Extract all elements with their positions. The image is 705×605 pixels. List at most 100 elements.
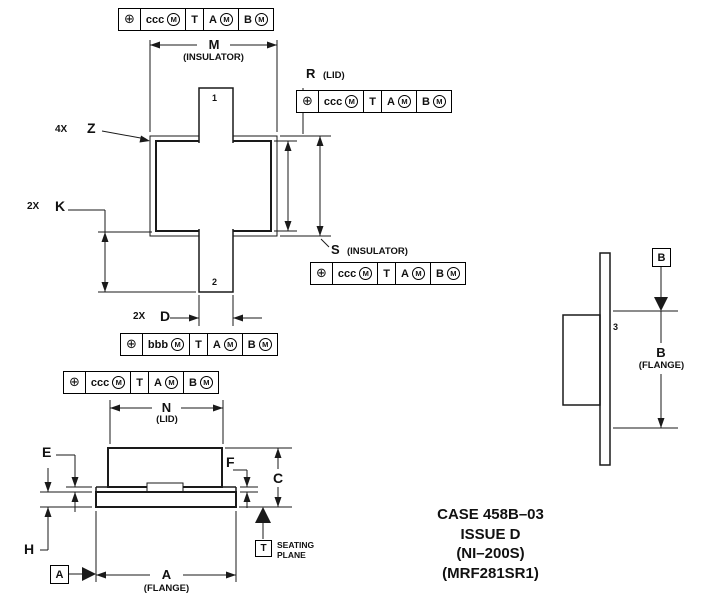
mmc-icon: M	[446, 267, 460, 280]
dim-a-sublabel: (FLANGE)	[143, 583, 190, 594]
front-view-outline	[95, 447, 237, 508]
dim-a-label: A	[153, 567, 180, 582]
side-view-arrowheads	[654, 297, 668, 428]
fcf-datum2-value: A	[387, 95, 395, 108]
mmc-icon: M	[432, 95, 446, 108]
side-view-outline	[562, 252, 611, 466]
mmc-icon: M	[164, 376, 178, 389]
mmc-icon: M	[258, 338, 272, 351]
fcf-datum3-value: B	[421, 95, 430, 108]
fcf-tolerance-value: ccc	[145, 13, 165, 26]
fcf-datum2-value: A	[401, 267, 409, 280]
fcf-tolerance-value: ccc	[323, 95, 343, 108]
dim-z-qty: 4X	[55, 124, 68, 135]
case-caption: CASE 458B–03 ISSUE D (NI–200S) (MRF281SR…	[383, 505, 598, 583]
dim-k-qty: 2X	[27, 201, 40, 212]
fcf-datum2-value: A	[212, 338, 221, 351]
front-view-arrowheads	[44, 404, 282, 581]
mmc-icon: M	[219, 13, 233, 26]
fcf-datum1-cell: T	[186, 9, 204, 30]
mmc-icon: M	[112, 376, 126, 389]
position-symbol-icon: ⊕	[311, 263, 333, 284]
fcf-tolerance-value: bbb	[147, 338, 169, 351]
dim-s-label: S	[331, 242, 340, 257]
datum-b-box: B	[652, 248, 671, 267]
datum-a-box: A	[50, 565, 69, 584]
mmc-icon: M	[171, 338, 185, 351]
fcf-datum2-value: A	[209, 13, 217, 26]
fcf-datum1-cell: T	[131, 372, 149, 393]
fcf-datum2-value: A	[154, 376, 162, 389]
fcf-tolerance-value: ccc	[337, 267, 357, 280]
dim-k-label: K	[55, 198, 66, 214]
mmc-icon: M	[254, 13, 268, 26]
mmc-icon: M	[411, 267, 425, 280]
dim-r-sublabel: (LID)	[323, 70, 345, 81]
case-part: (MRF281SR1)	[442, 564, 539, 582]
mmc-icon: M	[167, 13, 181, 26]
dim-d-label: D	[160, 308, 171, 324]
fcf-datum3-value: B	[243, 13, 252, 26]
dim-s-sublabel: (INSULATOR)	[347, 246, 408, 257]
pin-1-label: 1	[212, 93, 218, 103]
seating-plane-label-1: SEATING	[277, 540, 315, 550]
top-view-arrowheads	[101, 41, 324, 322]
mmc-icon: M	[199, 376, 213, 389]
dim-f-label: F	[226, 454, 235, 470]
mmc-icon: M	[223, 338, 237, 351]
dim-r-label: R	[306, 66, 316, 81]
top-view-outline	[149, 87, 278, 293]
mmc-icon: M	[397, 95, 411, 108]
case-issue: ISSUE D	[460, 525, 521, 543]
fcf-datum3-value: B	[247, 338, 256, 351]
pin-2-label: 2	[212, 277, 218, 287]
seating-plane-label-2: PLANE	[277, 550, 306, 560]
dim-n-sublabel: (LID)	[156, 414, 178, 425]
dim-n-label: N	[153, 400, 180, 415]
mmc-icon: M	[345, 95, 359, 108]
fcf-datum1-cell: T	[378, 263, 396, 284]
fcf-datum1-cell: T	[364, 91, 382, 112]
datum-t-box: T	[255, 540, 272, 557]
fcf-datum3-value: B	[188, 376, 197, 389]
dim-b-sublabel: (FLANGE)	[638, 360, 685, 371]
pin-3-label: 3	[613, 322, 619, 332]
dim-b-label: B	[653, 345, 669, 360]
fcf-tolerance-value: ccc	[90, 376, 110, 389]
position-symbol-icon: ⊕	[119, 9, 141, 30]
dim-d-qty: 2X	[133, 311, 146, 322]
mmc-icon: M	[359, 267, 373, 280]
fcf-datum1-cell: T	[190, 334, 208, 355]
dim-m-label: M	[200, 37, 228, 52]
dim-z-label: Z	[87, 120, 96, 136]
case-number: CASE 458B–03	[437, 506, 544, 523]
dim-c-label: C	[269, 470, 287, 486]
dim-h-label: H	[24, 541, 35, 557]
fcf-datum3-value: B	[435, 267, 444, 280]
dim-e-label: E	[42, 444, 52, 460]
position-symbol-icon: ⊕	[121, 334, 143, 355]
case-style: (NI–200S)	[456, 545, 525, 562]
